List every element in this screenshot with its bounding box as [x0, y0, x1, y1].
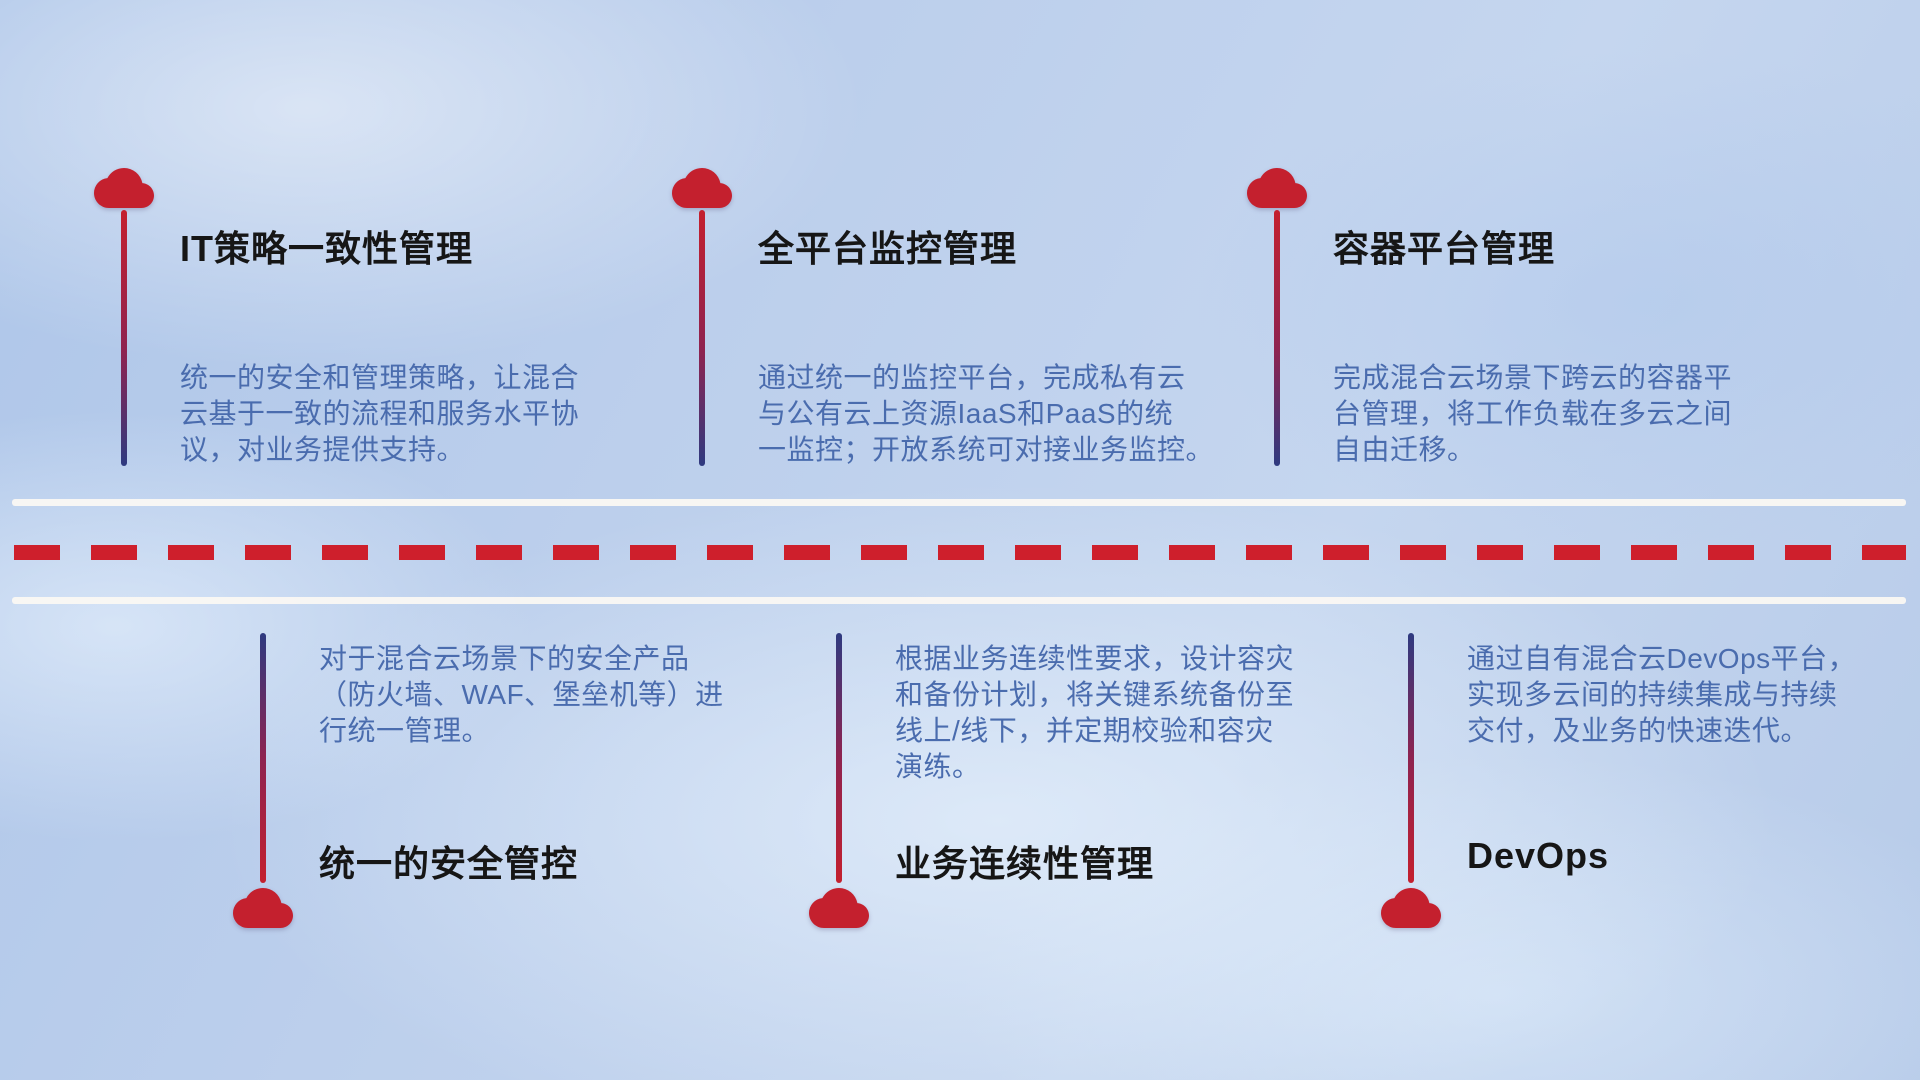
timeline-connector — [836, 633, 842, 883]
road-bottom-line — [12, 597, 1906, 604]
feature-item-security-control: 统一的安全管控 对于混合云场景下的安全产品 （防火墙、WAF、堡垒机等）进 行统… — [231, 633, 811, 1080]
timeline-connector — [1274, 210, 1280, 466]
cloud-icon — [233, 888, 293, 928]
feature-item-monitoring: 全平台监控管理 通过统一的监控平台，完成私有云 与公有云上资源IaaS和PaaS… — [670, 168, 1250, 628]
feature-title: 全平台监控管理 — [758, 228, 1018, 269]
road-dashed-center-line — [14, 545, 1906, 560]
feature-title: DevOps — [1467, 835, 1610, 876]
feature-title: 统一的安全管控 — [319, 843, 579, 884]
feature-description: 完成混合云场景下跨云的容器平 台管理，将工作负载在多云之间 自由迁移。 — [1333, 362, 1733, 465]
cloud-icon — [809, 888, 869, 928]
timeline-connector — [121, 210, 127, 466]
cloud-icon — [1247, 168, 1307, 208]
feature-description: 对于混合云场景下的安全产品 （防火墙、WAF、堡垒机等）进 行统一管理。 — [319, 643, 724, 746]
road-top-line — [12, 499, 1906, 506]
feature-description: 根据业务连续性要求，设计容灾 和备份计划，将关键系统备份至 线上/线下，并定期校… — [895, 643, 1295, 782]
feature-title: 容器平台管理 — [1333, 228, 1556, 269]
feature-item-business-continuity: 业务连续性管理 根据业务连续性要求，设计容灾 和备份计划，将关键系统备份至 线上… — [807, 633, 1387, 1080]
timeline-connector — [260, 633, 266, 883]
feature-description: 通过统一的监控平台，完成私有云 与公有云上资源IaaS和PaaS的统 一监控；开… — [758, 362, 1215, 465]
cloud-icon — [94, 168, 154, 208]
timeline-connector — [1408, 633, 1414, 883]
feature-item-container-platform: 容器平台管理 完成混合云场景下跨云的容器平 台管理，将工作负载在多云之间 自由迁… — [1245, 168, 1825, 628]
cloud-icon — [672, 168, 732, 208]
feature-description: 统一的安全和管理策略，让混合 云基于一致的流程和服务水平协 议，对业务提供支持。 — [180, 362, 580, 465]
feature-title: 业务连续性管理 — [895, 843, 1155, 884]
feature-item-devops: DevOps 通过自有混合云DevOps平台， 实现多云间的持续集成与持续 交付… — [1379, 633, 1920, 1080]
timeline-connector — [699, 210, 705, 466]
cloud-icon — [1381, 888, 1441, 928]
feature-item-it-policy: IT策略一致性管理 统一的安全和管理策略，让混合 云基于一致的流程和服务水平协 … — [92, 168, 672, 628]
feature-description: 通过自有混合云DevOps平台， 实现多云间的持续集成与持续 交付，及业务的快速… — [1467, 643, 1857, 746]
feature-title: IT策略一致性管理 — [180, 228, 473, 269]
